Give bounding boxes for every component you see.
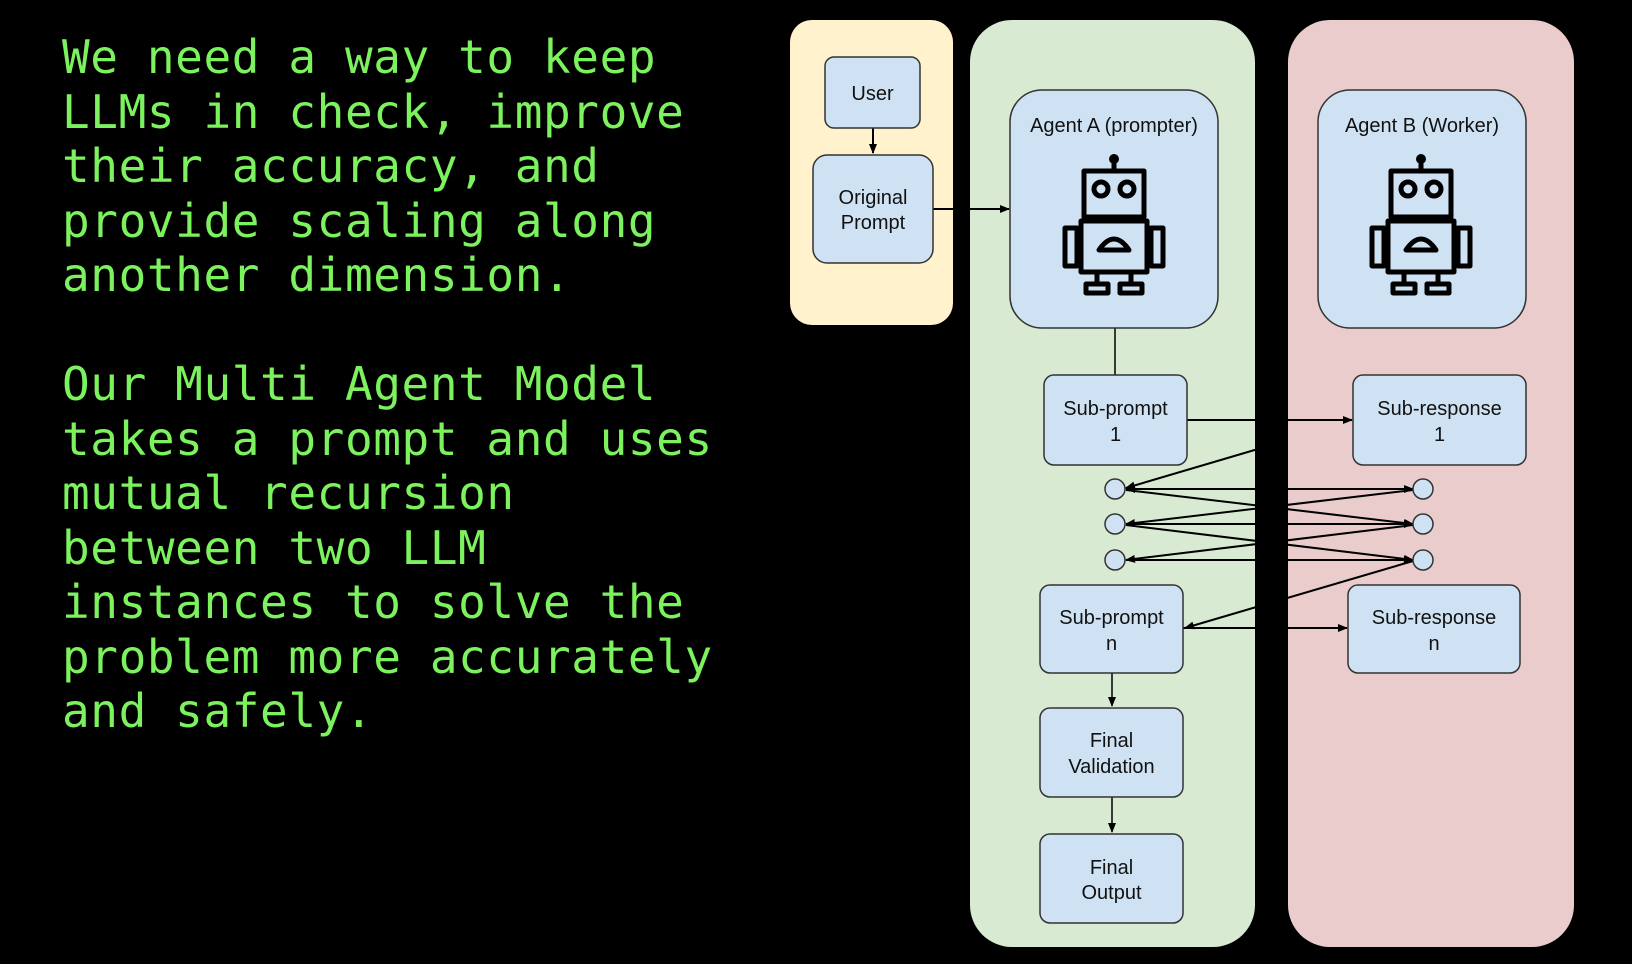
robot-icon bbox=[1369, 154, 1473, 296]
node-sub-prompt-1-label: 1 bbox=[1110, 424, 1121, 446]
node-final-validation: Final Validation bbox=[1039, 707, 1184, 798]
text-line: instances to solve the bbox=[62, 575, 685, 629]
text-line: problem more accurately bbox=[62, 629, 713, 684]
text-line: their accuracy, and bbox=[62, 139, 600, 193]
connectors bbox=[869, 128, 1414, 833]
node-original-prompt: Original Prompt bbox=[812, 154, 934, 264]
text-line: LLMs in check, improve bbox=[62, 84, 685, 139]
node-sub-response-1-label: Sub-response bbox=[1377, 398, 1502, 420]
node-final-output-label: Final bbox=[1090, 857, 1133, 879]
node-agent-b: Agent B (Worker) bbox=[1317, 89, 1527, 329]
slide-text: We need a way to keep LLMs in check, imp… bbox=[62, 30, 742, 739]
recursion-node-a bbox=[1104, 513, 1126, 535]
node-sub-response-1-label: 1 bbox=[1434, 424, 1445, 446]
node-final-output: Final Output bbox=[1039, 833, 1184, 924]
recursion-node-b bbox=[1412, 478, 1434, 500]
node-sub-prompt-1-label: Sub-prompt bbox=[1063, 398, 1168, 420]
node-sub-response-n: Sub-response n bbox=[1347, 584, 1521, 674]
text-line: takes a prompt and uses bbox=[62, 411, 713, 466]
node-user: User bbox=[824, 56, 921, 129]
node-user-label: User bbox=[851, 83, 894, 105]
text-line: and safely. bbox=[62, 684, 374, 738]
arrow-a2-to-b3 bbox=[1125, 524, 1414, 563]
robot-icon bbox=[1062, 154, 1166, 296]
node-sub-prompt-n-label: Sub-prompt bbox=[1059, 607, 1164, 629]
node-sub-response-n-label: Sub-response bbox=[1372, 607, 1497, 629]
node-sub-response-n-label: n bbox=[1428, 633, 1439, 655]
node-final-validation-label: Final bbox=[1090, 730, 1133, 752]
node-sub-prompt-n-label: n bbox=[1106, 633, 1117, 655]
node-agent-b-label: Agent B (Worker) bbox=[1345, 115, 1499, 137]
node-sub-response-1: Sub-response 1 bbox=[1352, 374, 1527, 466]
node-final-output-label: Output bbox=[1081, 882, 1141, 904]
text-line: between two LLM bbox=[62, 520, 487, 575]
recursion-circles bbox=[1104, 478, 1434, 571]
node-sub-prompt-1: Sub-prompt 1 bbox=[1043, 374, 1188, 466]
text-line: mutual recursion bbox=[62, 466, 515, 520]
node-final-validation-label: Validation bbox=[1068, 756, 1154, 778]
arrow-to-circle-a1 bbox=[1125, 448, 1259, 490]
node-agent-a-label: Agent A (prompter) bbox=[1030, 115, 1198, 137]
node-original-prompt-label: Prompt bbox=[841, 212, 906, 234]
arrow-a1-to-b2 bbox=[1125, 489, 1414, 527]
recursion-node-a bbox=[1104, 549, 1126, 571]
node-original-prompt-label: Original bbox=[839, 187, 908, 209]
node-agent-a: Agent A (prompter) bbox=[1009, 89, 1219, 329]
text-line: Our Multi Agent Model bbox=[62, 357, 657, 411]
node-sub-prompt-n: Sub-prompt n bbox=[1039, 584, 1184, 674]
recursion-node-b bbox=[1412, 513, 1434, 535]
recursion-node-a bbox=[1104, 478, 1126, 500]
recursion-node-b bbox=[1412, 549, 1434, 571]
text-line: another dimension. bbox=[62, 248, 572, 302]
arrow-b3-to-sub-prompt-n bbox=[1184, 560, 1414, 630]
text-line: provide scaling along bbox=[62, 193, 657, 248]
text-line: We need a way to keep bbox=[62, 30, 657, 84]
